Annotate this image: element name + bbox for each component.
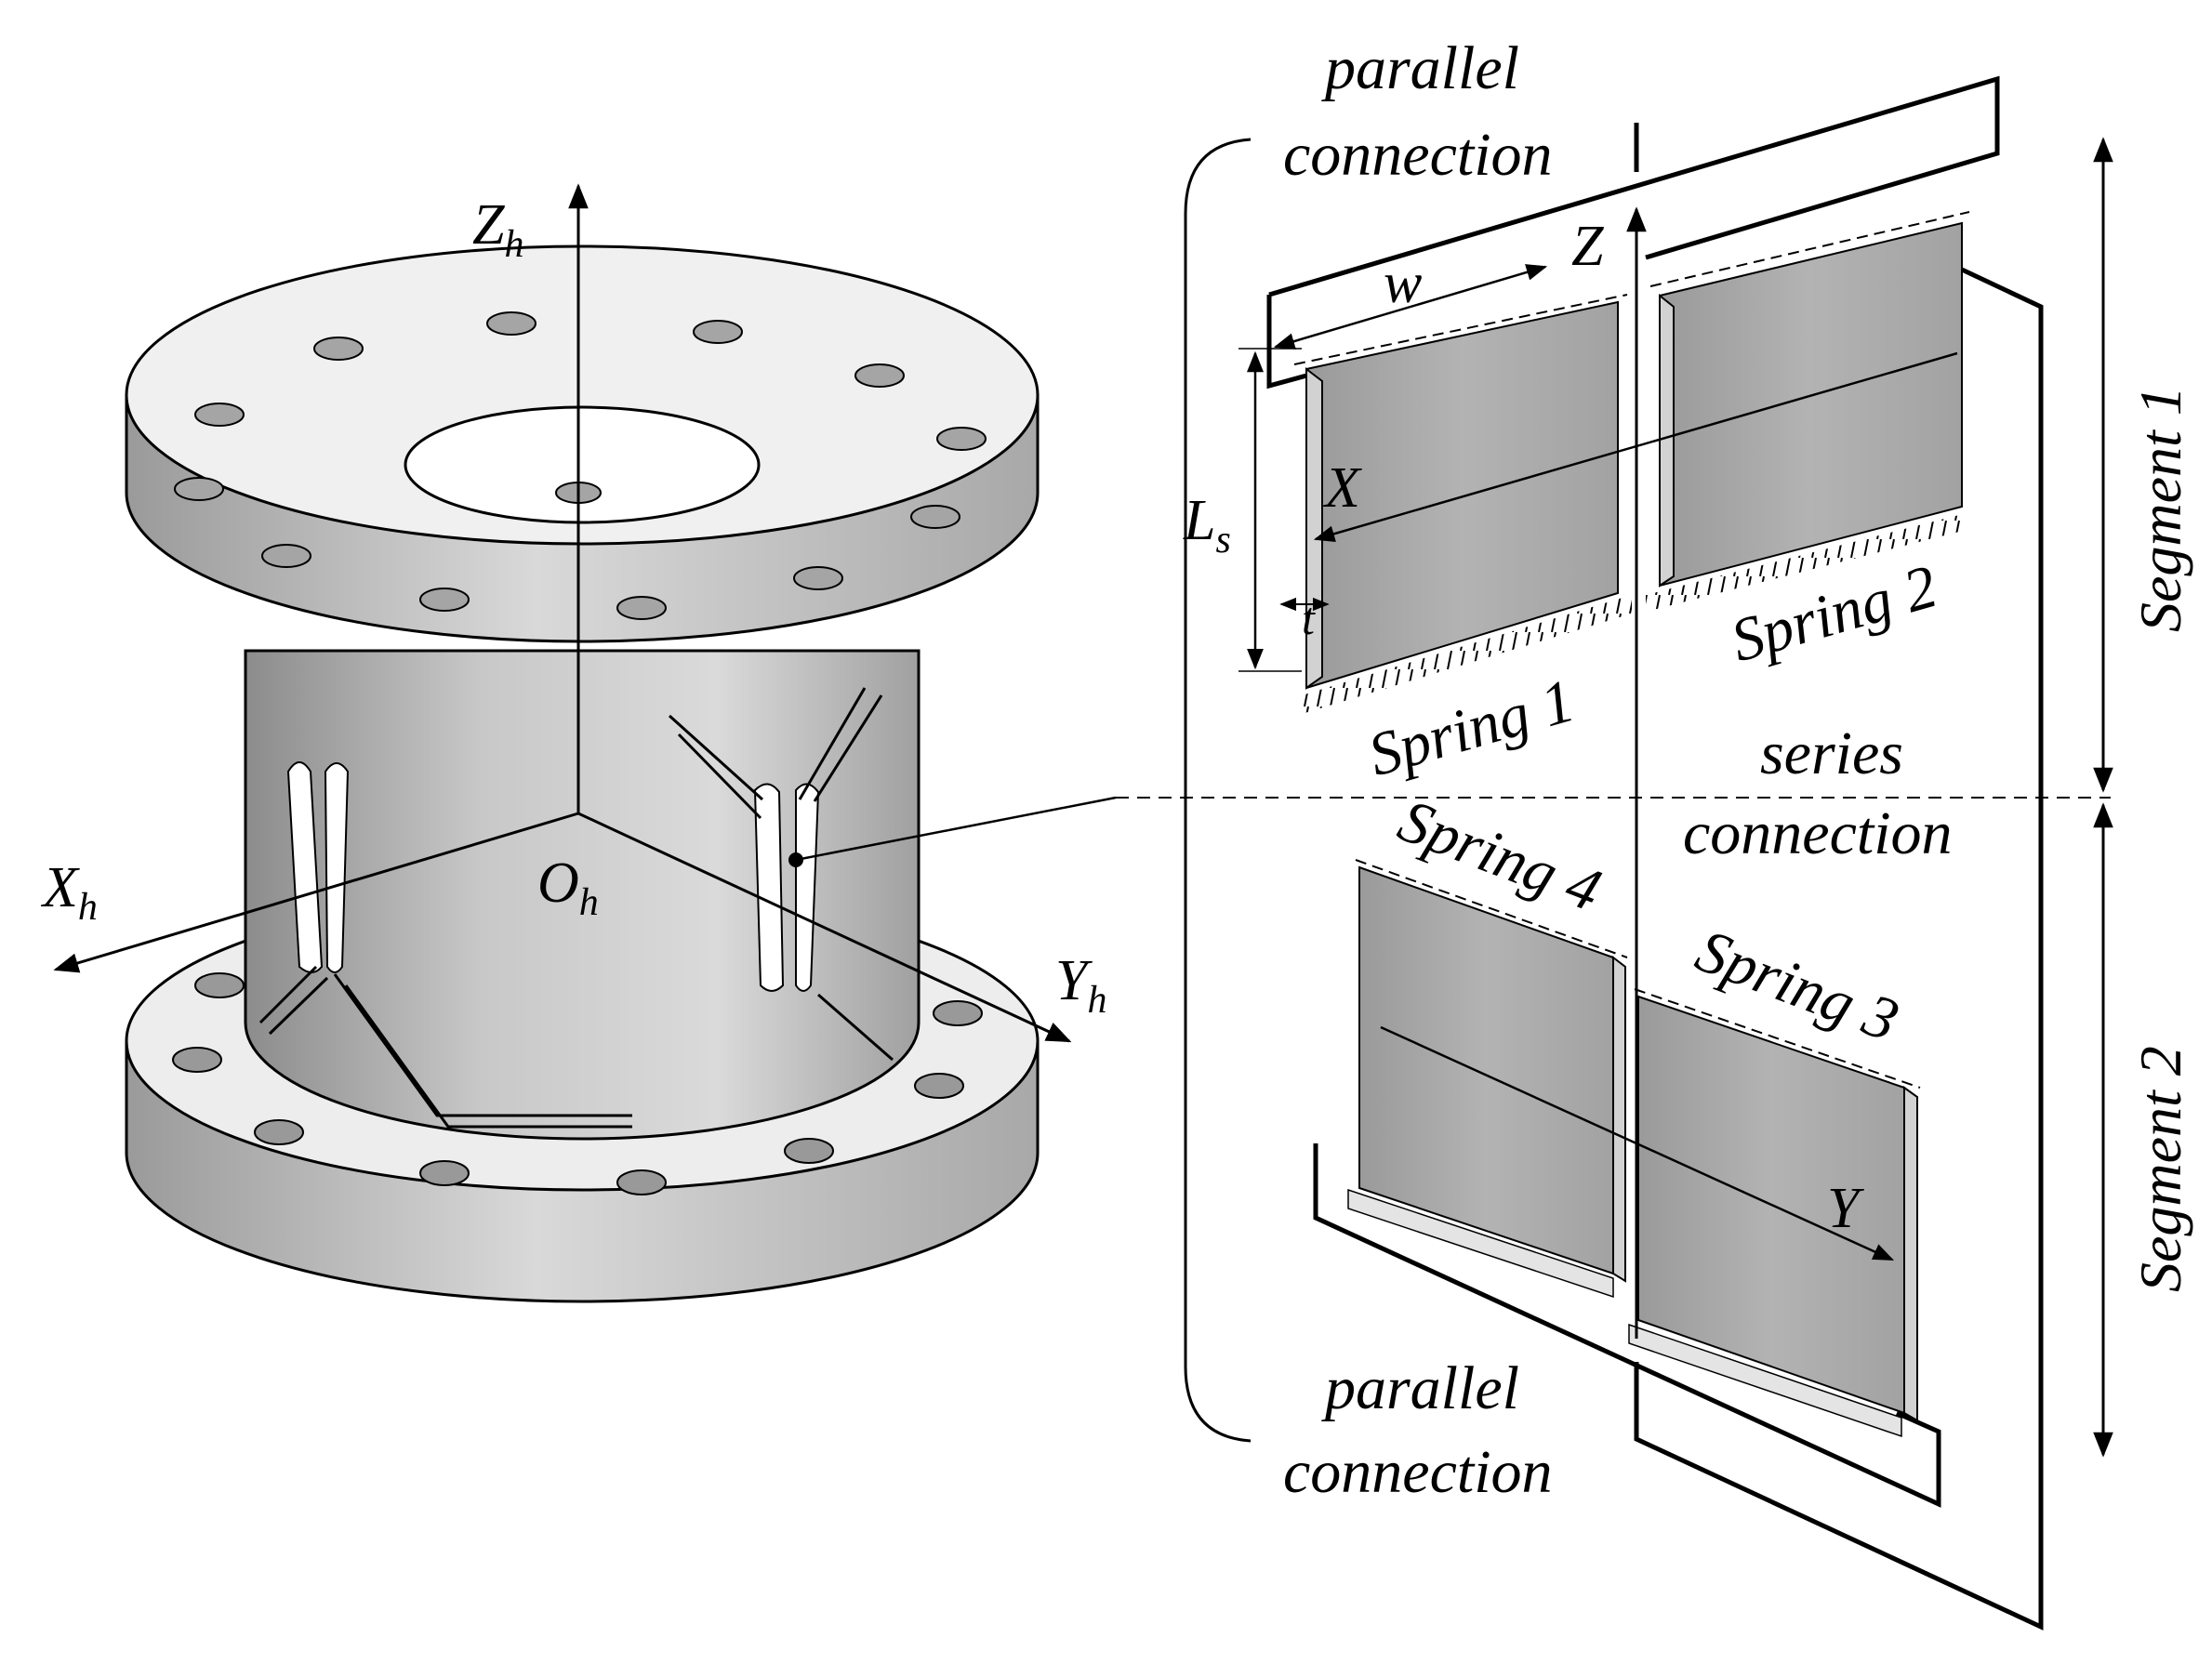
t-label: t <box>1302 592 1316 644</box>
cylinder-body <box>244 649 921 1141</box>
segment-1-label: Segment 1 <box>2127 386 2193 632</box>
top-plane <box>1266 75 2000 390</box>
top-flange <box>125 244 1040 643</box>
y-axis <box>1380 1025 1895 1261</box>
series-line1: series <box>1760 720 1903 787</box>
z-label: Z <box>1571 215 1604 278</box>
yh-axis <box>577 812 1072 1043</box>
leader-line <box>788 796 2111 867</box>
x-axis <box>1313 351 1958 543</box>
ls-label: Ls <box>1183 489 1231 561</box>
joint-3d-model <box>125 244 1040 1303</box>
parallel-top-line1: parallel <box>1321 34 1519 102</box>
parallel-top-line2: connection <box>1283 121 1553 189</box>
global-axes <box>53 183 1072 1043</box>
oh-label: Oh <box>537 852 599 924</box>
spring-3 <box>1628 988 1921 1438</box>
spring-1 <box>1293 294 1632 714</box>
series-line2: connection <box>1683 799 1953 867</box>
spring-4 <box>1347 859 1628 1299</box>
parallel-bottom-line1: parallel <box>1321 1354 1519 1422</box>
x-label: X <box>1322 456 1362 520</box>
detail-brace <box>1184 138 1252 1443</box>
parallel-bottom-line2: connection <box>1283 1438 1553 1506</box>
zh-label: Zh <box>472 193 523 266</box>
yh-label: Yh <box>1055 949 1106 1022</box>
y-label: Y <box>1827 1177 1864 1240</box>
dimensions <box>1238 264 1548 672</box>
w-dimension <box>1273 264 1548 350</box>
segment-2-label: Segment 2 <box>2127 1046 2193 1292</box>
spring-2 <box>1646 211 1970 612</box>
global-axis-labels: Zh Xh Yh Oh <box>40 193 1106 1022</box>
w-label: w <box>1384 252 1422 315</box>
vertical-plane <box>1634 123 2044 1631</box>
local-axes <box>1313 206 1958 1339</box>
bottom-plane <box>1313 1143 1941 1508</box>
xh-axis <box>53 812 579 973</box>
xh-label: Xh <box>40 856 98 929</box>
